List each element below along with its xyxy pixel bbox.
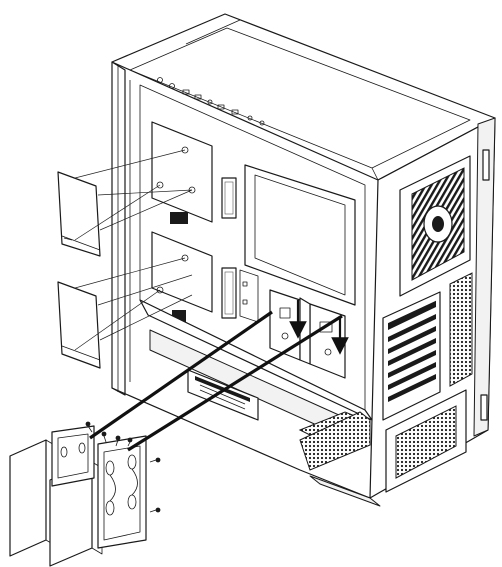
hdd-rear	[9, 439, 47, 557]
top-io-ports	[157, 77, 265, 126]
hdd-bracket-front	[97, 435, 147, 549]
expansion-slots	[382, 291, 441, 421]
psu-shroud	[139, 299, 373, 421]
drive-bays	[269, 289, 346, 379]
motherboard-tray	[244, 164, 356, 306]
hdd-bracket-rear	[51, 425, 95, 487]
ssd-card-upper	[57, 171, 101, 257]
front-fan	[399, 155, 471, 297]
case-rear-frame	[111, 61, 126, 396]
screws	[85, 421, 161, 513]
cable-grommets	[221, 177, 237, 319]
hdd-assembly	[9, 425, 147, 567]
upper-drive-plate	[151, 121, 213, 223]
psu-vent	[385, 389, 467, 493]
insert-arrows	[289, 300, 349, 355]
ssd-card-lower	[57, 281, 101, 369]
bottom-mesh	[298, 411, 371, 471]
front-mesh-strip	[449, 272, 473, 387]
ssd-guide-lines	[74, 149, 193, 351]
lower-drive-plate	[151, 231, 213, 313]
